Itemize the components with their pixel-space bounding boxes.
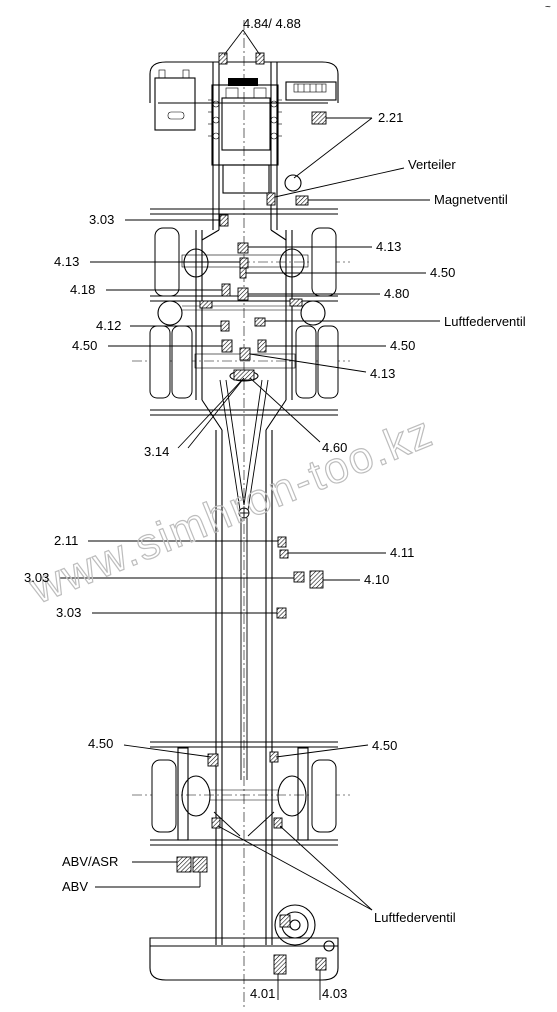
component-4-80 bbox=[237, 287, 249, 301]
component-4-50-rear-left bbox=[207, 753, 219, 767]
component-verteiler-block bbox=[266, 192, 276, 206]
air-spring-left bbox=[157, 300, 183, 326]
component-abv bbox=[192, 856, 208, 873]
label-4-50-upper: 4.50 bbox=[430, 265, 455, 280]
label-3-03-lower: 3.03 bbox=[56, 605, 81, 620]
label-verteiler: Verteiler bbox=[408, 157, 456, 172]
air-compressor bbox=[285, 81, 337, 101]
component-luftfeder-rear-left bbox=[211, 817, 221, 829]
label-4-03: 4.03 bbox=[322, 986, 347, 1001]
label-4-13-left: 4.13 bbox=[54, 254, 79, 269]
component-rear-small bbox=[279, 914, 291, 928]
label-4-12: 4.12 bbox=[96, 318, 121, 333]
label-4-13-upper: 4.13 bbox=[376, 239, 401, 254]
component-4-12 bbox=[220, 320, 230, 332]
label-2-21: 2.21 bbox=[378, 110, 403, 125]
label-4-13-center: 4.13 bbox=[370, 366, 395, 381]
label-3-03-front: 3.03 bbox=[89, 212, 114, 227]
component-4-50-upper bbox=[239, 267, 247, 279]
component-air-left bbox=[199, 300, 213, 309]
label-4-50-left: 4.50 bbox=[72, 338, 97, 353]
label-4-84-4-88: 4.84/ 4.88 bbox=[243, 16, 301, 31]
component-4-50-left bbox=[221, 339, 233, 353]
label-4-50-right: 4.50 bbox=[390, 338, 415, 353]
component-luftfeder-rear-right bbox=[273, 817, 283, 829]
label-4-11: 4.11 bbox=[390, 545, 414, 560]
label-4-80: 4.80 bbox=[384, 286, 409, 301]
label-4-50-rear-left: 4.50 bbox=[88, 736, 113, 751]
component-3-03-front bbox=[219, 214, 229, 227]
rear-axle bbox=[132, 747, 350, 841]
component-3-03-lower bbox=[276, 607, 287, 619]
verteiler-circle bbox=[284, 174, 302, 192]
component-2-21 bbox=[311, 111, 327, 125]
component-4-13-left bbox=[239, 257, 249, 269]
component-4-18 bbox=[221, 283, 231, 297]
component-air-right bbox=[289, 298, 303, 307]
label-4-60: 4.60 bbox=[322, 440, 347, 455]
label-abv: ABV bbox=[62, 879, 88, 894]
drive-shaft bbox=[219, 379, 269, 780]
component-4-88 bbox=[255, 52, 265, 65]
label-4-50-rear-right: 4.50 bbox=[372, 738, 397, 753]
component-4-84 bbox=[218, 52, 228, 65]
corner-mark: ~ bbox=[545, 2, 551, 13]
label-2-11: 2.11 bbox=[54, 533, 78, 548]
component-2-11 bbox=[277, 536, 287, 548]
label-3-03-mid: 3.03 bbox=[24, 570, 49, 585]
component-4-13-center bbox=[239, 347, 251, 361]
label-abv-asr: ABV/ASR bbox=[62, 854, 118, 869]
label-4-01: 4.01 bbox=[250, 986, 275, 1001]
callout-labels: 4.84/ 4.88 2.21 Verteiler Magnetventil 3… bbox=[24, 2, 551, 1001]
spare-wheel bbox=[274, 904, 335, 952]
component-3-03-mid bbox=[293, 571, 305, 583]
battery-box bbox=[154, 69, 196, 131]
component-4-03 bbox=[315, 957, 327, 971]
component-magnetventil bbox=[295, 195, 309, 206]
label-magnetventil: Magnetventil bbox=[434, 192, 508, 207]
front-axle-2 bbox=[132, 325, 350, 399]
label-luftfederventil-front: Luftfederventil bbox=[444, 314, 526, 329]
engine bbox=[208, 78, 282, 194]
component-4-01 bbox=[273, 954, 287, 975]
chassis-frame bbox=[149, 20, 339, 1008]
label-4-10: 4.10 bbox=[364, 572, 389, 587]
label-luftfederventil-rear: Luftfederventil bbox=[374, 910, 456, 925]
label-3-14: 3.14 bbox=[144, 444, 169, 459]
label-4-18: 4.18 bbox=[70, 282, 95, 297]
air-spring-right bbox=[300, 300, 326, 326]
component-3-14-4-60 bbox=[233, 369, 255, 381]
component-4-50-right bbox=[257, 339, 267, 353]
component-4-13-upper bbox=[237, 242, 249, 254]
leader-lines bbox=[60, 29, 440, 1000]
component-4-11 bbox=[279, 549, 289, 559]
component-abv-asr bbox=[176, 856, 192, 873]
component-luftfeder-front bbox=[254, 317, 266, 327]
component-4-10 bbox=[309, 570, 324, 589]
